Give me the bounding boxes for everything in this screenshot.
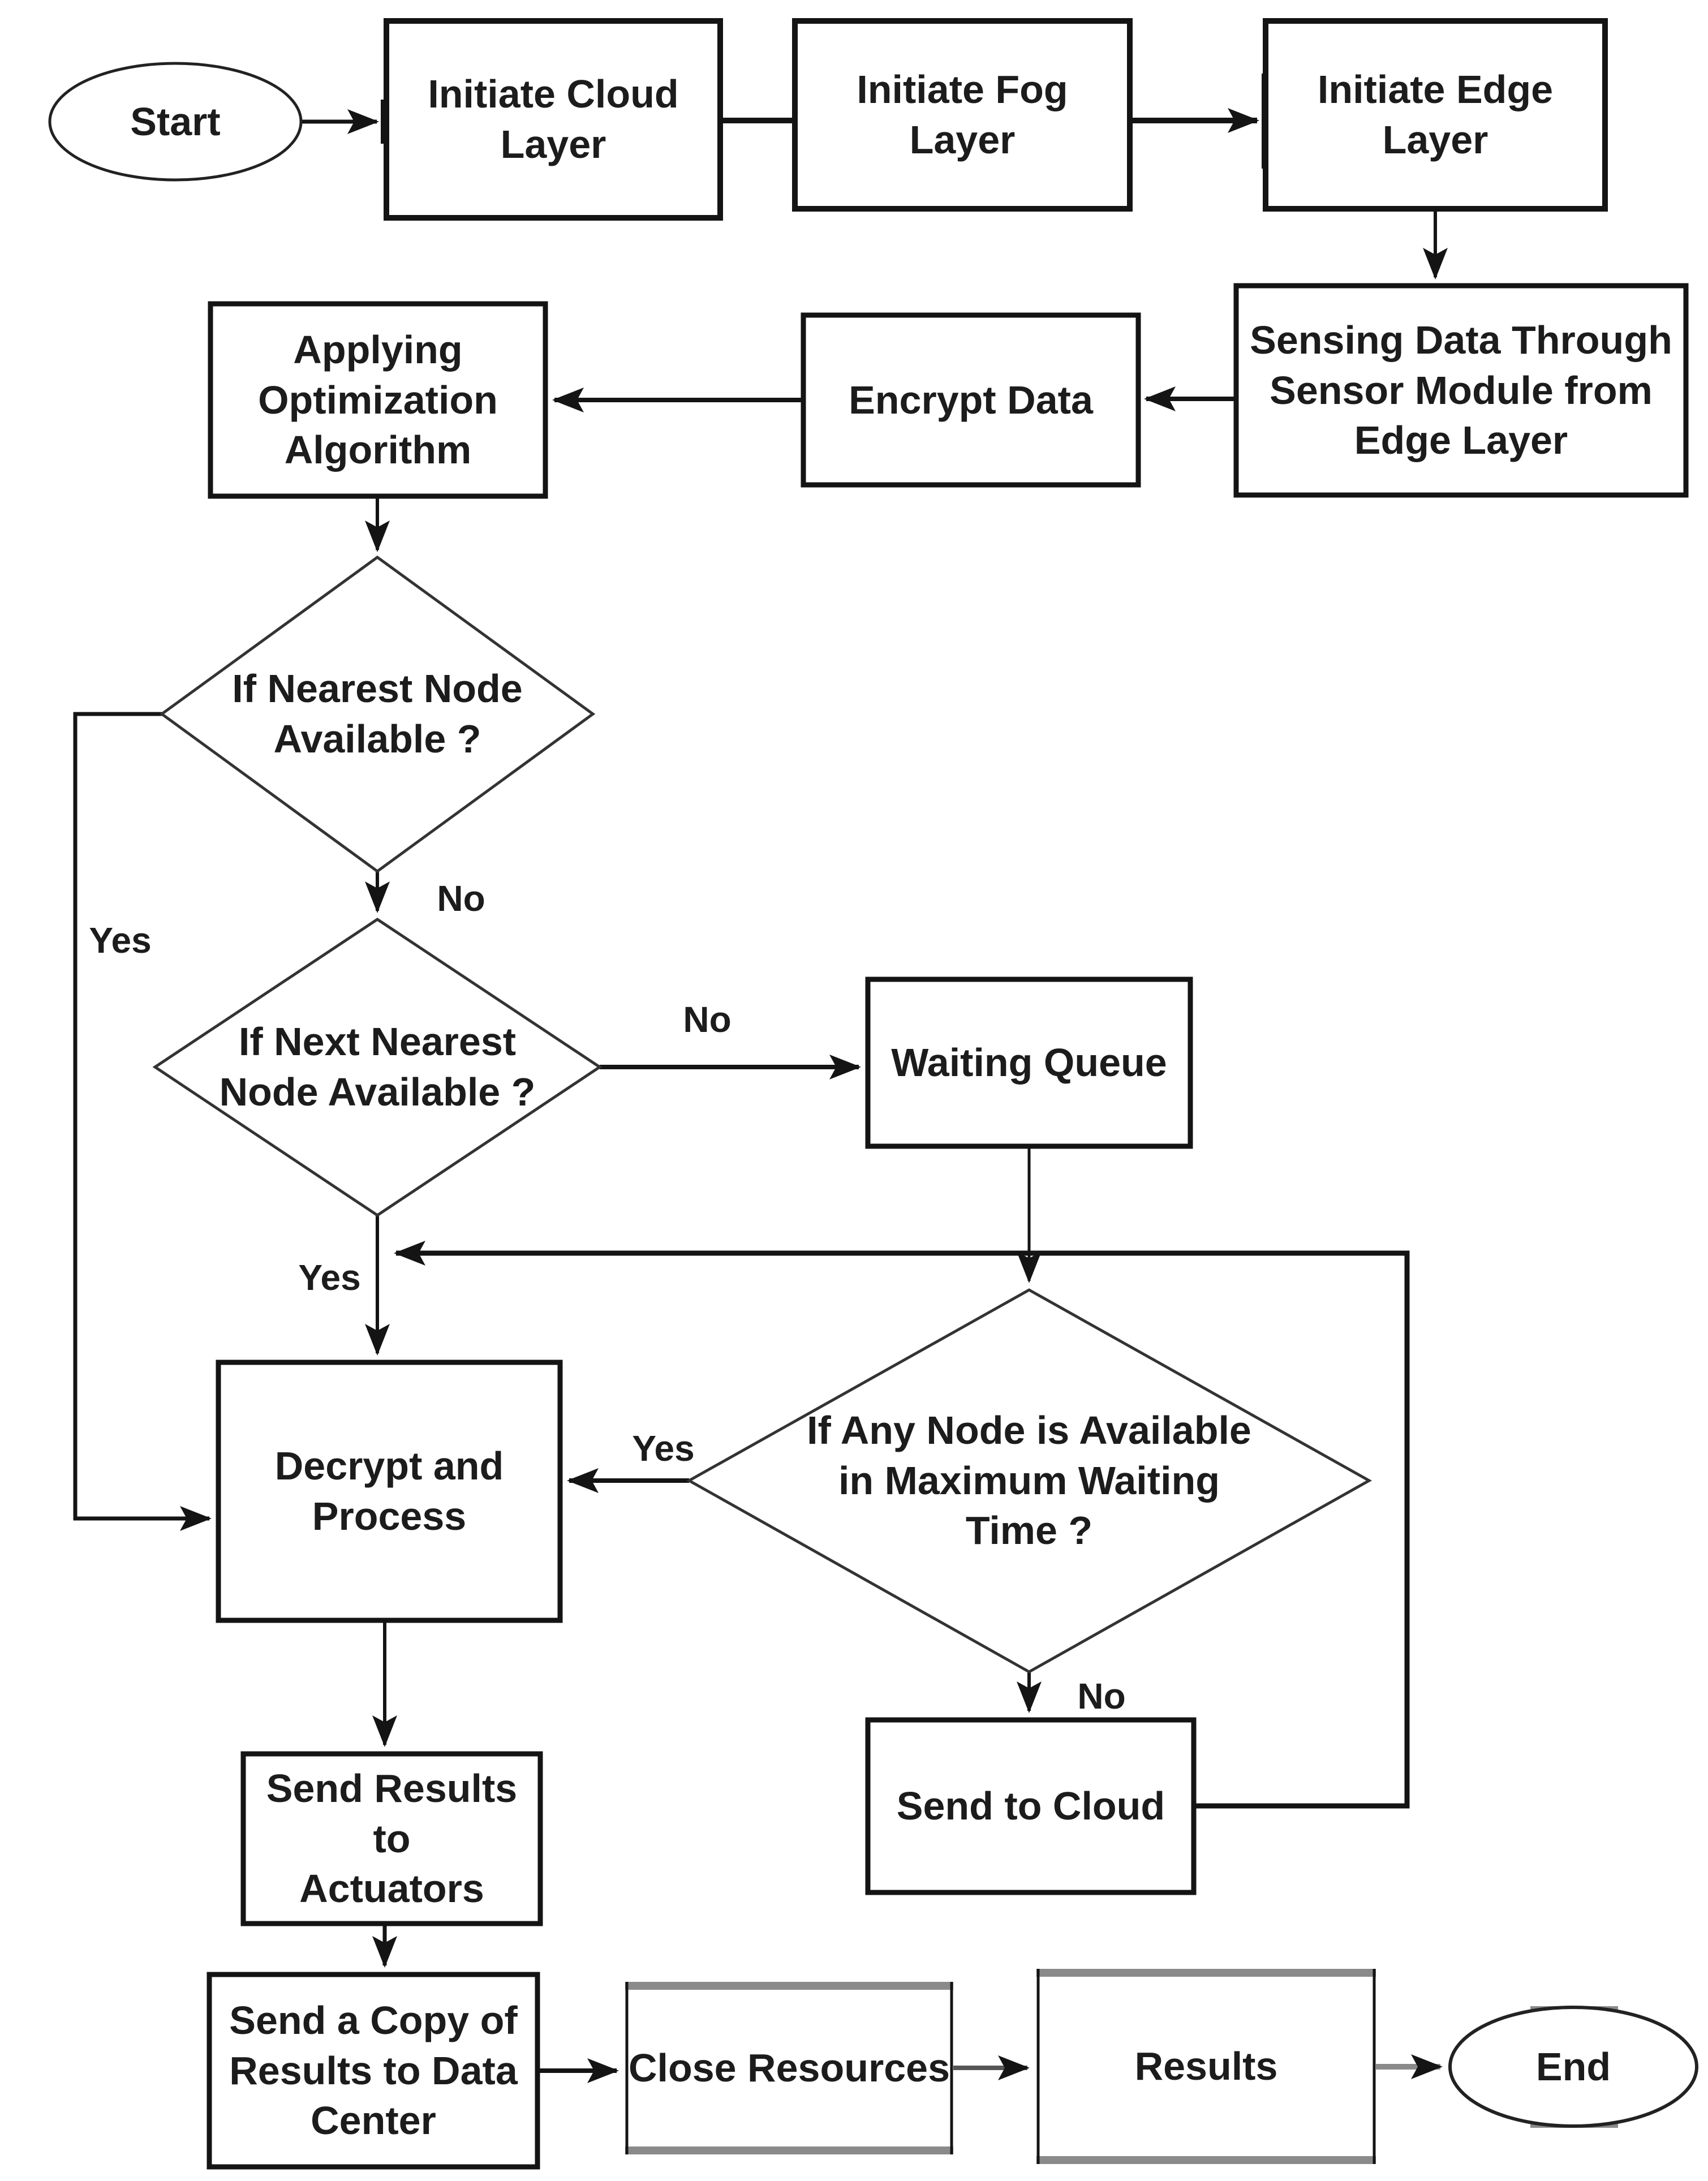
initiate-fog-box-shape	[792, 18, 1133, 212]
sensing-box-shape	[1233, 283, 1689, 498]
initiate-cloud-box-shape	[384, 18, 723, 221]
start-terminator-shape	[48, 62, 303, 182]
end-terminator-shape	[1448, 2006, 1698, 2128]
send-copy-box-shape	[206, 1972, 540, 2170]
waiting-queue-box-shape	[865, 976, 1193, 1149]
flow-d1-yes-to-decrypt	[73, 712, 212, 1531]
encrypt-box-shape	[801, 312, 1141, 488]
initiate-edge-box-shape	[1263, 18, 1608, 212]
decrypt-box-shape	[216, 1360, 563, 1623]
close-resources-box-shape	[625, 1982, 953, 2154]
flow-sendcloud-loop-back	[394, 1241, 1410, 1809]
send-results-box-shape	[240, 1751, 543, 1926]
decision-next-nearest-shape	[152, 917, 603, 1218]
optimize-box-shape	[208, 301, 548, 499]
decision-max-wait-shape	[686, 1288, 1373, 1674]
decision-nearest-node-shape	[159, 555, 596, 874]
send-to-cloud-box-shape	[865, 1717, 1197, 1895]
results-box-shape	[1036, 1969, 1376, 2164]
